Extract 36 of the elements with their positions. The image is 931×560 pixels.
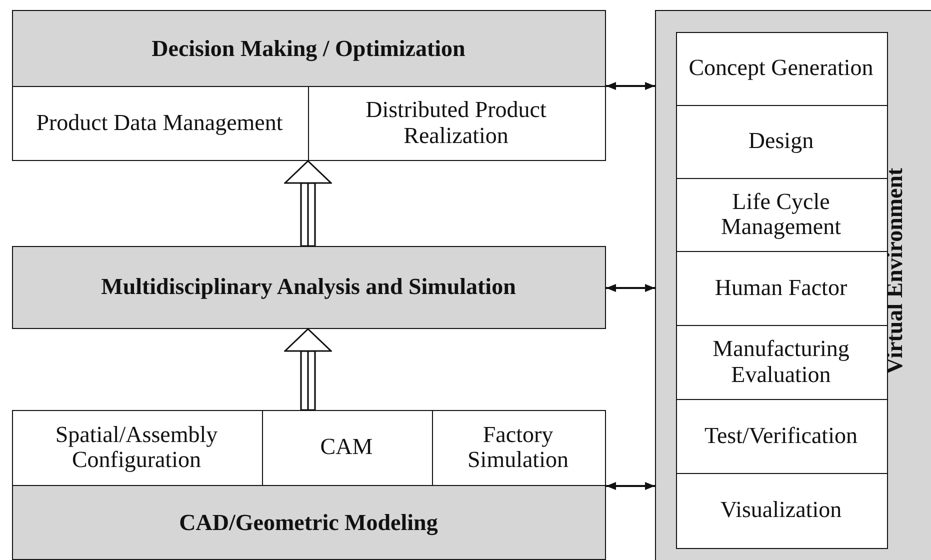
node-label: Factory Simulation bbox=[466, 420, 570, 474]
double-arrow bbox=[284, 328, 332, 411]
node-label: Manufacturing Evaluation bbox=[712, 335, 850, 388]
node-label: Concept Generation bbox=[688, 54, 874, 82]
node-label: Life Cycle Management bbox=[720, 188, 842, 241]
module-cell bbox=[308, 86, 606, 160]
node-label: Test/Verification bbox=[704, 422, 858, 450]
panel bbox=[655, 10, 931, 560]
double-arrow bbox=[606, 284, 655, 292]
module-cell bbox=[676, 398, 888, 474]
node-label: CAM bbox=[319, 433, 374, 462]
node-label: Distributed Product Realization bbox=[364, 96, 548, 150]
node-label: Visualization bbox=[719, 496, 843, 524]
module-cell bbox=[676, 472, 888, 548]
node-label: Human Factor bbox=[714, 274, 848, 302]
module-cell bbox=[676, 178, 888, 252]
double-arrow bbox=[606, 82, 655, 90]
node-label: Decision Making / Optimization bbox=[150, 35, 466, 64]
process-box bbox=[12, 410, 606, 560]
double-arrow bbox=[284, 160, 332, 247]
module-cell bbox=[676, 104, 888, 178]
double-arrow bbox=[606, 482, 655, 490]
module-cell bbox=[432, 410, 606, 486]
node-label: Product Data Management bbox=[35, 108, 284, 137]
process-box bbox=[12, 246, 606, 329]
module-cell bbox=[676, 32, 888, 106]
process-box bbox=[12, 10, 606, 161]
node-label: Multidisciplinary Analysis and Simulation bbox=[100, 273, 517, 302]
module-cell bbox=[676, 250, 888, 326]
module-cell bbox=[12, 410, 262, 486]
node-label: CAD/Geometric Modeling bbox=[178, 509, 439, 538]
module-cell bbox=[12, 86, 308, 160]
module-cell bbox=[676, 324, 888, 400]
node-label: Spatial/Assembly Configuration bbox=[54, 420, 219, 474]
module-cell bbox=[262, 410, 432, 486]
node-label: Design bbox=[747, 127, 815, 156]
